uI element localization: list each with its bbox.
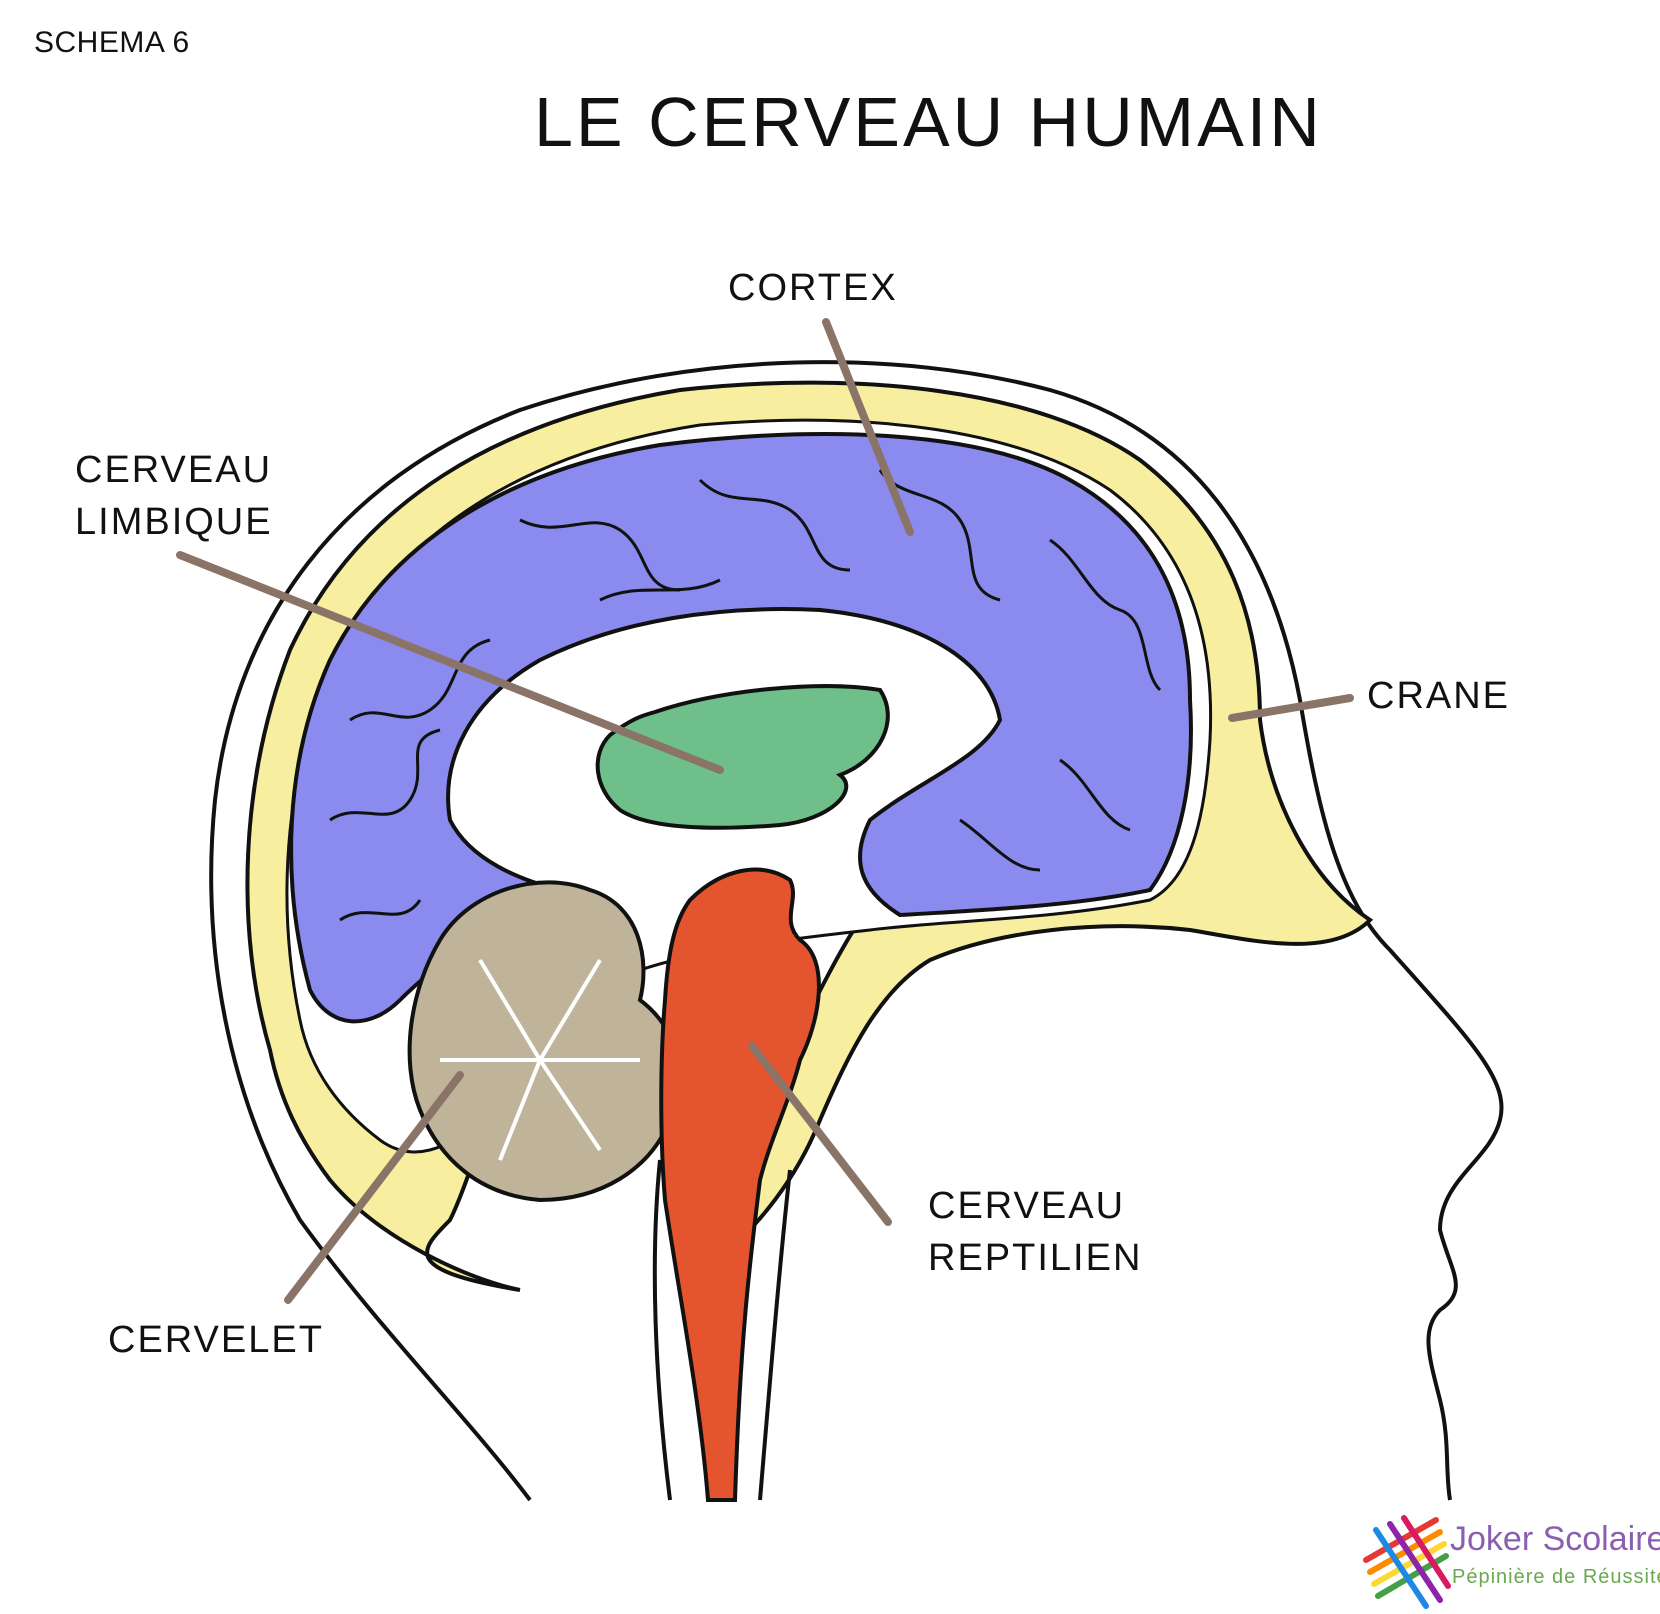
cortex (289, 432, 1193, 1024)
label-cortex: CORTEX (728, 267, 898, 309)
cerebellum-folia (440, 958, 640, 1161)
leader-line-cortex (822, 318, 914, 536)
label-limbique-line2: LIMBIQUE (75, 501, 273, 543)
schema-number: SCHEMA 6 (34, 26, 190, 59)
leader-line-limbique (176, 551, 724, 774)
label-limbique-line1: CERVEAU (75, 449, 273, 491)
label-reptilien-line2: REPTILIEN (928, 1237, 1143, 1279)
joker-scolaire-logo-icon (1363, 1515, 1451, 1609)
head-outline (209, 360, 1504, 1502)
brainstem (659, 867, 821, 1502)
cortex-gyri (329, 469, 1162, 922)
limbic-system (595, 684, 890, 830)
label-cerveau-limbique: CERVEAU LIMBIQUE (75, 444, 273, 548)
leader-line-reptilien (748, 1042, 892, 1226)
logo-tagline: Pépinière de Réussite (1452, 1566, 1660, 1588)
label-cervelet: CERVELET (108, 1319, 324, 1361)
label-crane: CRANE (1367, 675, 1511, 717)
label-cerveau-reptilien: CERVEAU REPTILIEN (928, 1180, 1142, 1284)
spinal-canal-right (758, 1169, 792, 1501)
logo-name: Joker Scolaire (1450, 1520, 1660, 1558)
spinal-canal-left (652, 1159, 672, 1501)
leader-line-crane (1228, 694, 1354, 722)
label-reptilien-line1: CERVEAU (928, 1185, 1126, 1227)
page-title: LE CERVEAU HUMAIN (534, 83, 1323, 161)
leader-lines (176, 318, 1354, 1304)
leader-line-cervelet (284, 1071, 464, 1304)
